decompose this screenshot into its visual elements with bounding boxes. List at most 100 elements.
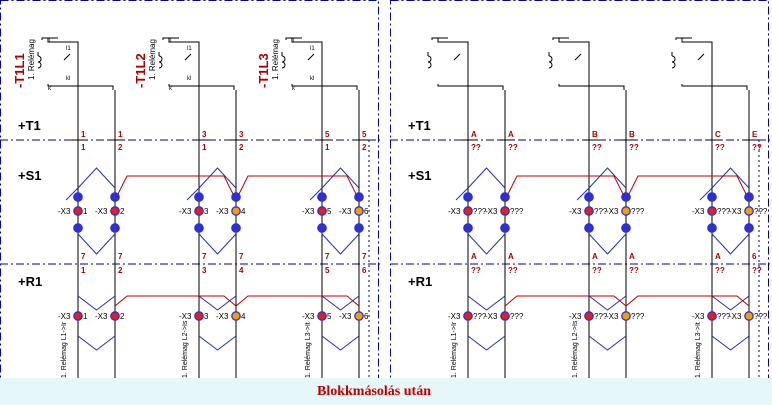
t1-bottom-pin: 2 <box>362 143 367 152</box>
terminal-r1 <box>73 311 83 321</box>
terminal-bottom <box>194 223 204 233</box>
s1-terminal-label: -X3 <box>485 207 498 216</box>
terminal-top <box>110 192 120 202</box>
terminal-top <box>463 192 473 202</box>
caption-text: Blokkmásolás után <box>317 384 431 399</box>
terminal-top <box>317 192 327 202</box>
terminal-top <box>500 192 510 202</box>
terminal-r1 <box>500 311 510 321</box>
s1-terminal-num: ??? <box>510 207 524 216</box>
relay-wire-b <box>47 84 114 90</box>
r1-terminal-num: 6 <box>364 312 369 321</box>
terminal-bottom <box>707 223 717 233</box>
t1-top-pin: 5 <box>362 130 367 139</box>
terminal-bottom <box>463 223 473 233</box>
s1-terminal-num: ??? <box>631 207 645 216</box>
terminal-bottom <box>317 223 327 233</box>
r1-top-pin: A <box>629 252 635 261</box>
terminal-r1 <box>621 311 631 321</box>
r1-bottom-pin: ?? <box>471 266 481 275</box>
r1-bottom-pin: ?? <box>592 266 602 275</box>
coil-symbol <box>548 55 553 69</box>
coil-wire <box>285 37 302 40</box>
relay-wire-a <box>558 38 590 90</box>
t1-top-pin: A <box>471 130 477 139</box>
relay-wire-b <box>437 84 504 90</box>
terminal-r1 <box>110 311 120 321</box>
coil-diagonal <box>184 53 192 61</box>
relay-name: -T1L3 <box>256 53 271 88</box>
blue-bridge-upper <box>588 167 627 189</box>
r1-terminal-num: ??? <box>594 312 608 321</box>
terminal-bottom <box>584 223 594 233</box>
r1-bottom-pin: 6 <box>362 266 367 275</box>
t1-bottom-pin: 2 <box>118 143 123 152</box>
s1-terminal-num: 3 <box>204 207 209 216</box>
s1-terminal-label: -X3 <box>95 207 108 216</box>
r1-top-pin: 7 <box>362 252 367 261</box>
r1-terminal-label: -X3 <box>58 312 71 321</box>
terminal-r1 <box>194 311 204 321</box>
t1-bottom-pin: ?? <box>592 143 602 152</box>
r1-bottom-pin: 5 <box>325 266 330 275</box>
r1-terminal-num: ??? <box>754 312 768 321</box>
blue-bridge-upper <box>77 295 116 311</box>
r1-top-pin: 6 <box>752 252 757 261</box>
blue-lead <box>65 187 79 201</box>
terminal-s1 <box>500 206 510 216</box>
red-jumper-s1 <box>114 175 237 201</box>
terminal-r1 <box>744 311 754 321</box>
r1-terminal-label: -X3 <box>692 312 705 321</box>
s1-terminal-num: ??? <box>473 207 487 216</box>
s1-terminal-num: 5 <box>327 207 332 216</box>
coil-diagonal <box>307 53 315 61</box>
red-jumper-s1 <box>235 175 360 201</box>
coil-pin: k <box>48 86 52 92</box>
terminal-bottom <box>744 223 754 233</box>
red-jumper-s1 <box>504 175 627 201</box>
relay-wire-b <box>681 84 748 90</box>
r1-terminal-num: ??? <box>510 312 524 321</box>
blue-bridge-lower <box>321 233 360 255</box>
s1-terminal-label: -X3 <box>448 207 461 216</box>
terminal-bottom <box>73 223 83 233</box>
r1-top-pin: A <box>508 252 514 261</box>
t1-top-pin: B <box>629 130 635 139</box>
red-jumper-r1 <box>625 295 750 307</box>
r1-top-pin: 7 <box>118 252 123 261</box>
blue-lead <box>186 187 200 201</box>
t1-bottom-pin: 1 <box>202 143 207 152</box>
coil-pin: kl <box>66 76 70 82</box>
r1-terminal-label: -X3 <box>485 312 498 321</box>
relay-wire-a <box>168 38 200 90</box>
s1-terminal-num: 1 <box>83 207 88 216</box>
r1-terminal-label: -X3 <box>95 312 108 321</box>
terminal-s1 <box>194 206 204 216</box>
coil-diagonal <box>63 53 71 61</box>
section-label-s1: +S1 <box>408 168 432 183</box>
r1-terminal-num: ??? <box>473 312 487 321</box>
terminal-r1 <box>584 311 594 321</box>
coil-wire <box>431 37 448 40</box>
r1-top-pin: A <box>592 252 598 261</box>
relay-wire-a <box>291 38 323 90</box>
r1-bottom-pin: 3 <box>202 266 207 275</box>
relay-wire-a <box>681 38 713 90</box>
terminal-s1 <box>231 206 241 216</box>
relay-wire-b <box>558 84 625 90</box>
blue-bridge-upper <box>198 167 237 189</box>
coil-diagonal <box>574 53 582 61</box>
relay-name: -T1L1 <box>12 53 27 88</box>
blue-bridge-upper <box>711 167 750 189</box>
terminal-bottom <box>621 223 631 233</box>
s1-terminal-num: 4 <box>241 207 246 216</box>
coil-pin: k <box>292 86 296 92</box>
blue-bridge-upper <box>711 295 750 311</box>
blue-bridge-upper <box>467 167 506 189</box>
coil-wire <box>162 37 179 40</box>
s1-terminal-num: ??? <box>717 207 731 216</box>
section-label-t1: +T1 <box>18 118 41 133</box>
t1-top-pin: 5 <box>325 130 330 139</box>
r1-bottom-pin: 1 <box>81 266 86 275</box>
